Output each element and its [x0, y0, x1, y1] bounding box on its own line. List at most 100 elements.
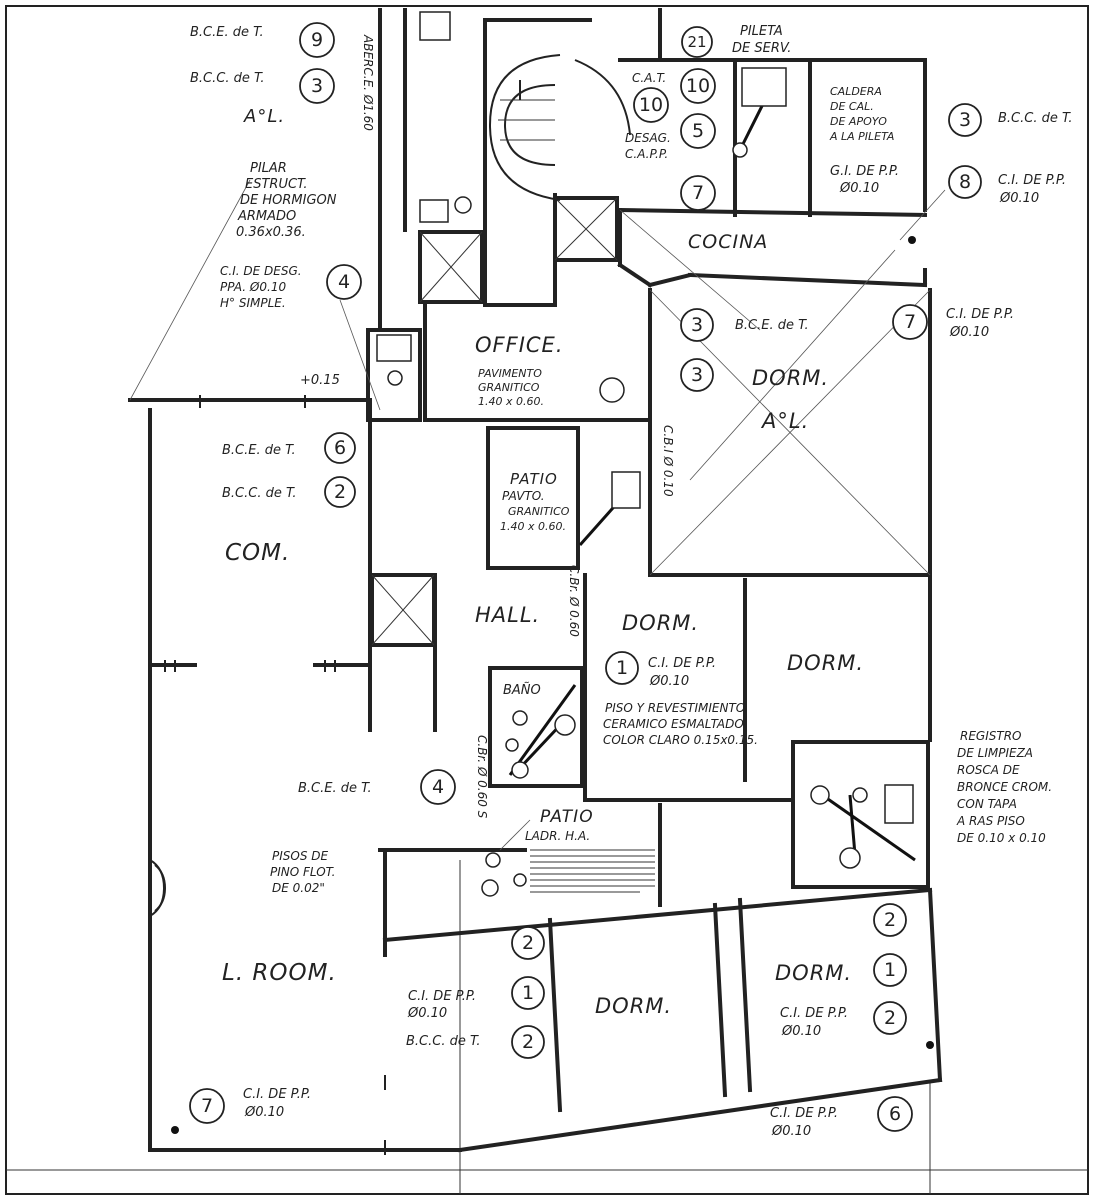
- note-registro: A RAS PISO: [956, 814, 1025, 828]
- marker-number: 5: [692, 120, 704, 142]
- marker-number: 10: [639, 94, 663, 116]
- legend-text: B.C.C. de T.: [190, 71, 265, 86]
- marker-number: 6: [334, 437, 346, 459]
- note-ladr: LADR. H.A.: [525, 829, 590, 843]
- note-piso: PISO Y REVESTIMIENTO: [605, 701, 745, 715]
- marker-circle: [680, 113, 716, 149]
- marker-number: 2: [884, 1007, 896, 1029]
- legend-text: B.C.E. de T.: [735, 318, 809, 333]
- staircase: [488, 54, 631, 201]
- note-pilar: 0.36x0.36.: [236, 225, 306, 240]
- marker-circle: [680, 308, 714, 342]
- note-caldera: CALDERA: [830, 85, 882, 98]
- marker-number: 4: [432, 776, 444, 798]
- marker-circle: [680, 68, 716, 104]
- note-ci-desg: H° SIMPLE.: [220, 296, 286, 310]
- note-cat: C.A.T.: [632, 71, 666, 85]
- note-capp: C.A.P.P.: [625, 147, 668, 161]
- note-pavimento: 1.40 x 0.60.: [478, 395, 544, 408]
- marker-number: 2: [522, 1031, 534, 1053]
- marker-circle: [681, 26, 713, 58]
- legend-text: B.C.E. de T.: [190, 25, 264, 40]
- room-dorm-mid: DORM.: [622, 611, 699, 635]
- wall-ticks: [149, 395, 386, 1155]
- marker-circle: [605, 651, 639, 685]
- marker-circle: [680, 175, 716, 211]
- room-com: COM.: [225, 540, 290, 566]
- marker-number: 8: [959, 171, 971, 193]
- note-patio-pav: GRANITICO: [508, 505, 570, 518]
- legend-text: C.I. DE P.P.: [648, 656, 716, 671]
- marker-circle: [299, 68, 335, 104]
- marker-number: 1: [616, 657, 628, 679]
- marker-circle: [877, 1096, 913, 1132]
- marker-circle: [324, 432, 356, 464]
- legend-text: Ø0.10: [771, 1124, 811, 1139]
- vertical-label-shaft: ABERC.E. Ø1.60: [361, 34, 375, 131]
- plumbing: [171, 11, 934, 1134]
- marker-number: 7: [692, 182, 704, 204]
- note-patio-pav: 1.40 x 0.60.: [500, 520, 566, 533]
- room-patio-top: PATIO: [510, 470, 558, 488]
- note-pilar: PILAR: [250, 161, 287, 176]
- marker-number: 10: [686, 75, 710, 97]
- note-ci-desg: C.I. DE DESG.: [220, 264, 302, 278]
- room-al-top-right: A°L.: [760, 409, 809, 433]
- room-dorm-bottom: DORM.: [595, 994, 672, 1018]
- marker-number: 1: [522, 982, 534, 1004]
- note-piso: COLOR CLARO 0.15x0.15.: [603, 733, 758, 747]
- marker-circle: [420, 769, 456, 805]
- note-registro: DE 0.10 x 0.10: [957, 831, 1046, 845]
- room-patio-bottom: PATIO: [540, 807, 594, 827]
- legend-text: Ø0.10: [407, 1006, 447, 1021]
- vertical-labels: ABERC.E. Ø1.60 C.B.I Ø 0.10 C.Br. Ø 0.60…: [361, 34, 675, 819]
- marker-circle: [680, 358, 714, 392]
- marker-number: 3: [311, 75, 323, 97]
- marker-number: 1: [884, 959, 896, 981]
- marker-circle: [511, 976, 545, 1010]
- room-hall: HALL.: [475, 603, 540, 627]
- room-bano: BAÑO: [503, 682, 541, 698]
- room-dorm-bottom-right: DORM.: [775, 961, 852, 985]
- marker-circle: [873, 1001, 907, 1035]
- note-caldera: A LA PILETA: [829, 130, 894, 143]
- note-registro: BRONCE CROM.: [957, 780, 1052, 794]
- note-registro: ROSCA DE: [957, 763, 1020, 777]
- legend-text: B.C.E. de T.: [222, 443, 296, 458]
- room-cocina: COCINA: [688, 231, 768, 253]
- patio-steps: [530, 849, 655, 893]
- marker-circle: [948, 165, 982, 199]
- legend-text: C.I. DE P.P.: [408, 989, 476, 1004]
- marker-circle: [189, 1088, 225, 1124]
- marker-number: 2: [884, 909, 896, 931]
- room-dorm-mid-right: DORM.: [787, 651, 864, 675]
- legend-text: B.C.C. de T.: [998, 111, 1073, 126]
- room-lroom: L. ROOM.: [222, 960, 337, 986]
- note-level: +0.15: [300, 373, 340, 388]
- legend-text: C.I. DE P.P.: [770, 1106, 838, 1121]
- standalone-markers: 21 10 10 5 7 4 3 2 2 1: [326, 26, 907, 987]
- room-office: OFFICE.: [475, 333, 564, 357]
- marker-number: 3: [691, 314, 703, 336]
- note-patio-pav: PAVTO.: [502, 489, 545, 503]
- note-pavimento: PAVIMENTO: [478, 367, 542, 380]
- marker-number: 2: [334, 481, 346, 503]
- note-pavimento: GRANITICO: [478, 381, 540, 394]
- legend-text: Ø0.10: [649, 674, 689, 689]
- marker-number: 21: [687, 33, 706, 51]
- note-gi: Ø0.10: [839, 181, 879, 196]
- legend-text: Ø0.10: [949, 325, 989, 340]
- note-ci-desg: PPA. Ø0.10: [220, 280, 286, 294]
- sheet-border: [5, 5, 1089, 1195]
- note-registro: REGISTRO: [960, 729, 1022, 743]
- room-al-top-left: A°L.: [243, 106, 285, 127]
- notes: PILETA DE SERV. CALDERA DE CAL. DE APOYO…: [220, 24, 1052, 895]
- note-pino: PINO FLOT.: [270, 865, 335, 879]
- marker-circle: [873, 953, 907, 987]
- note-piso: CERAMICO ESMALTADO: [603, 717, 744, 731]
- marker-circle: [324, 476, 356, 508]
- legend-text: Ø0.10: [244, 1105, 284, 1120]
- room-labels: OFFICE. COCINA DORM. A°L. A°L. COM. HALL…: [222, 106, 864, 1018]
- marker-circle: [511, 926, 545, 960]
- note-registro: DE LIMPIEZA: [957, 746, 1033, 760]
